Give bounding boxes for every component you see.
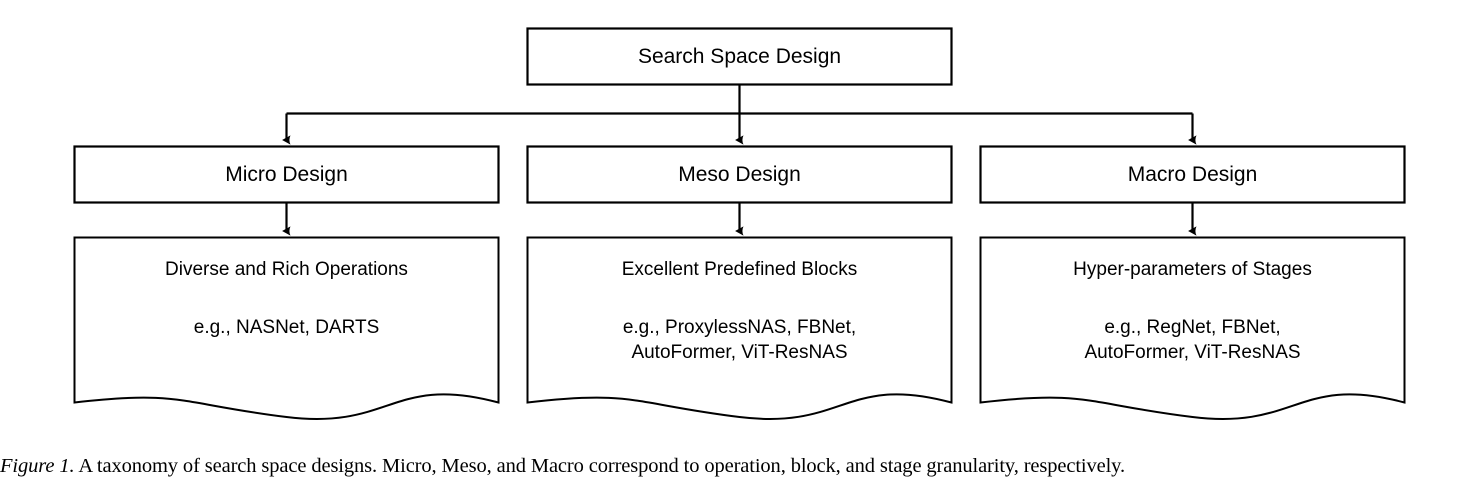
level-node-box-macro[interactable] xyxy=(979,145,1406,204)
level-node-box-meso[interactable] xyxy=(526,145,953,204)
root-node-label: Search Space Design xyxy=(637,45,842,68)
leaf-node-title-macro: Hyper-parameters of Stages xyxy=(1073,259,1312,280)
leaf-node-title-micro: Diverse and Rich Operations xyxy=(165,259,408,280)
level-node-label-meso: Meso Design xyxy=(678,163,801,186)
figure-caption: Figure 1. A taxonomy of search space des… xyxy=(0,455,1479,478)
leaf-node-box-macro[interactable] xyxy=(979,236,1406,420)
leaf-node-examples-meso: e.g., ProxylessNAS, FBNet, AutoFormer, V… xyxy=(622,317,857,364)
leaf-node-box-micro[interactable] xyxy=(73,236,500,420)
level-node-label-macro: Macro Design xyxy=(1127,163,1258,186)
leaf-node-title-meso: Excellent Predefined Blocks xyxy=(621,259,858,280)
leaf-node-box-meso[interactable] xyxy=(526,236,953,420)
figure-caption-text: A taxonomy of search space designs. Micr… xyxy=(74,455,1125,477)
level-node-label-micro: Micro Design xyxy=(225,163,348,186)
root-node-box[interactable] xyxy=(526,27,953,86)
figure-caption-label: Figure 1. xyxy=(0,455,75,477)
leaf-node-examples-macro: e.g., RegNet, FBNet, AutoFormer, ViT-Res… xyxy=(1084,317,1301,364)
leaf-node-examples-micro: e.g., NASNet, DARTS xyxy=(193,317,380,338)
taxonomy-diagram xyxy=(73,27,1406,420)
